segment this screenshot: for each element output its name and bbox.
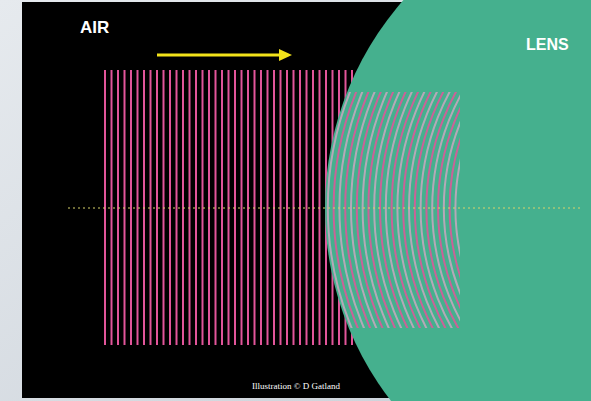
refracted-wavefront [357,92,460,328]
refracted-wavefront [403,92,460,328]
wavefront-line [195,70,197,345]
refracted-wavefront [432,92,460,328]
refracted-wavefront [415,92,460,328]
wavefront-line [156,70,158,345]
refracted-wavefront [455,92,460,328]
wavefront-line [111,70,113,345]
refracted-wavefront [368,92,460,328]
refracted-wavefront [397,92,460,328]
direction-arrow [157,54,280,57]
refracted-wavefront [426,92,460,328]
refracted-wavefront [450,92,460,328]
refracted-wavefronts [322,92,460,328]
refracted-wavefront [409,92,460,328]
wavefront-line [241,70,243,345]
refracted-wavefront [363,92,460,328]
wavefront-line [130,70,132,345]
medium-label: AIR [80,18,109,38]
refracted-wavefront [444,92,460,328]
refracted-wavefront [334,92,460,328]
wavefront-line [221,70,223,345]
watermark: Illustration © D Gatland [252,381,340,391]
refracted-wavefront [328,92,460,328]
refracted-wavefront [374,92,460,328]
refracted-wavefront [345,92,460,328]
refracted-wavefront [386,92,460,328]
wavefront-line [260,70,262,345]
wavefront-line [306,70,308,345]
optical-axis [68,208,581,209]
refracted-wavefront [438,92,460,328]
refracted-wavefront [380,92,460,328]
refracted-wavefront [351,92,460,328]
refracted-wavefront [339,92,460,328]
arrow-head [279,49,292,61]
refracted-wavefront [322,92,460,328]
lens-body [325,0,591,401]
refracted-wavefront [421,92,460,328]
wavefront-line [176,70,178,345]
refracted-wavefront [392,92,460,328]
medium-label: LENS [526,36,569,54]
wavefront-line [286,70,288,345]
